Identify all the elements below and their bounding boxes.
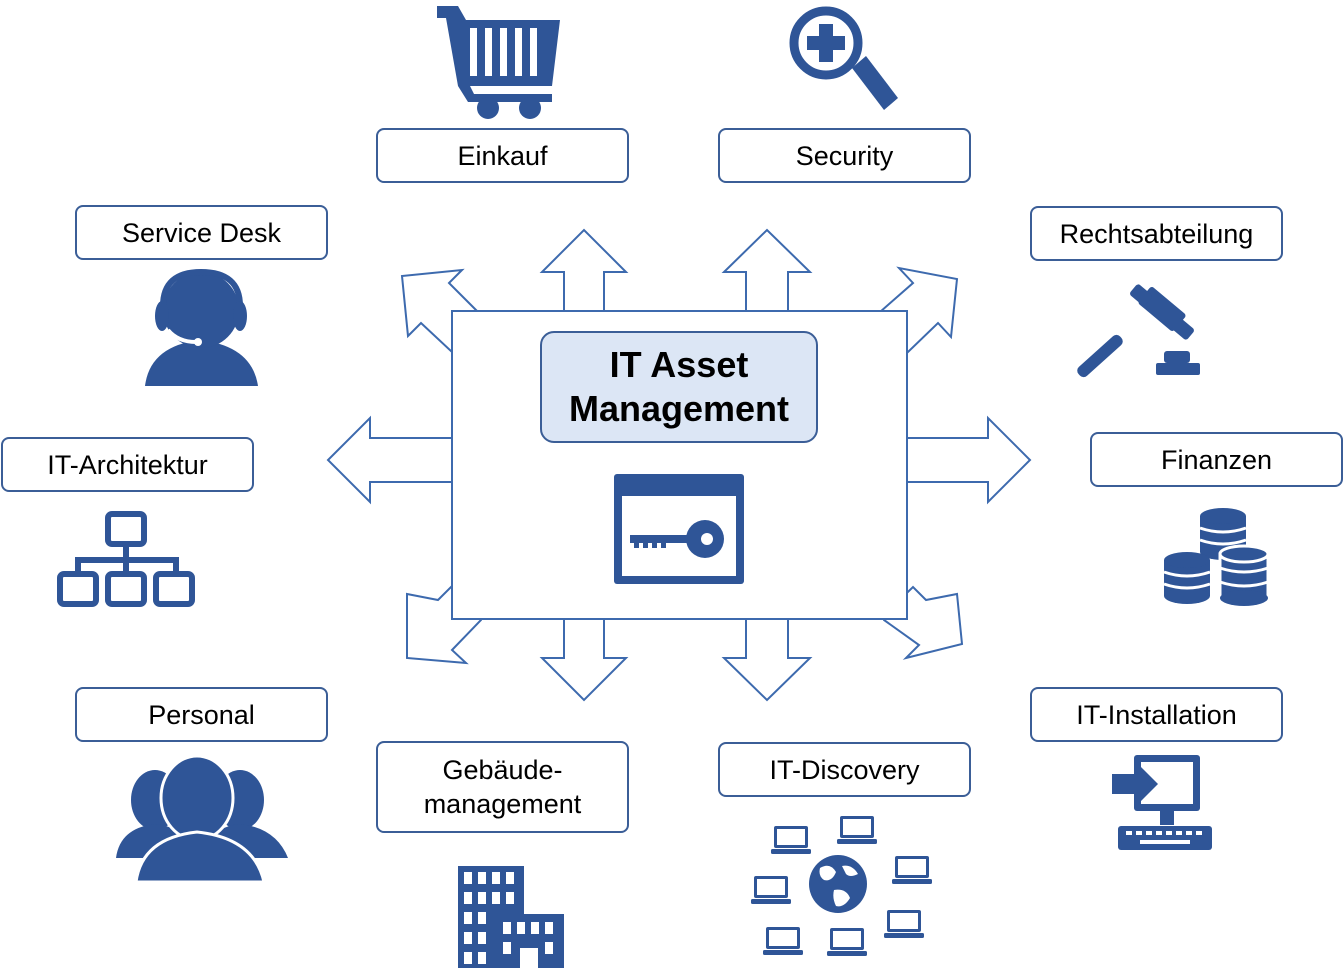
center-title-line2: Management [568,388,790,429]
label-security: Security [718,128,971,183]
arrow-right [904,415,1032,505]
center-title-line1: IT Asset [609,344,749,385]
shopping-cart-icon [437,6,560,119]
label-einkauf: Einkauf [376,128,629,183]
label-finanzen: Finanzen [1090,432,1343,487]
coin-stack-icon [1163,508,1270,606]
arrow-up-right [721,228,813,313]
computer-install-icon [1112,755,1212,850]
arrow-down-left [539,617,629,702]
network-discovery-icon [751,816,932,956]
label-gebaeude-line2: management [423,789,582,819]
center-title: IT Asset Management [540,331,818,443]
label-personal: Personal [75,687,328,742]
label-it-architektur: IT-Architektur [1,437,254,492]
gavel-icon [1077,284,1200,378]
label-it-installation: IT-Installation [1030,687,1283,742]
arrow-up-left [539,228,629,313]
arrow-left [326,415,456,505]
people-group-icon [116,754,288,884]
arrow-down-right [721,617,813,702]
org-chart-icon [57,511,195,607]
office-building-icon [458,866,564,968]
label-gebaeude-line1: Gebäude- [442,755,563,785]
label-service-desk: Service Desk [75,205,328,260]
label-rechtsabteilung: Rechtsabteilung [1030,206,1283,261]
magnifier-plus-icon [789,6,898,110]
key-window-icon [614,474,744,584]
headset-agent-icon [145,268,258,386]
label-it-discovery: IT-Discovery [718,742,971,797]
label-gebaeudemanagement: Gebäude- management [376,741,629,833]
